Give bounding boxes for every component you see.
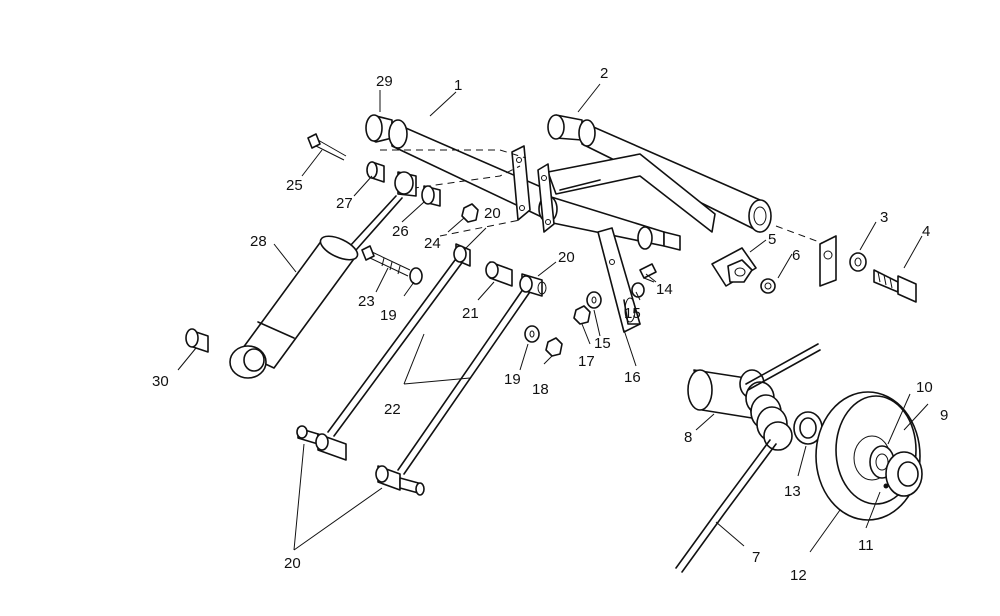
callout-17: 17 xyxy=(578,353,595,370)
callout-21: 21 xyxy=(462,305,479,322)
washer-6 xyxy=(760,278,776,294)
bolt-23 xyxy=(361,245,411,277)
assembly-line-bottom xyxy=(439,219,521,237)
callout-4: 4 xyxy=(922,223,930,240)
callout-15-left: 15 xyxy=(594,335,611,352)
bolt-14 xyxy=(639,263,657,283)
callout-20-lower: 20 xyxy=(284,555,301,572)
callout-27: 27 xyxy=(336,195,353,212)
nut-plate-5 xyxy=(711,247,757,287)
callout-19-lower: 19 xyxy=(504,371,521,388)
nut-17 xyxy=(573,305,591,325)
nut-24 xyxy=(461,203,479,223)
assembly-line-upper xyxy=(380,149,527,159)
callout-5: 5 xyxy=(768,231,776,248)
bracket-plate-16 xyxy=(597,227,641,333)
callout-2: 2 xyxy=(600,65,608,82)
callout-19-upper: 19 xyxy=(380,307,397,324)
callout-30: 30 xyxy=(152,373,169,390)
callout-24: 24 xyxy=(424,235,441,252)
callout-25: 25 xyxy=(286,177,303,194)
bolt-4 xyxy=(873,269,917,303)
u-clip-plate xyxy=(819,235,837,287)
bushing-20-lower-left xyxy=(296,425,347,461)
shock-eye-bottom xyxy=(229,345,267,379)
bushing-20-upper-left xyxy=(453,243,471,267)
nut-18 xyxy=(545,337,563,357)
bushing-30 xyxy=(185,328,209,353)
shock-eye-top xyxy=(394,171,417,197)
shock-rod xyxy=(349,195,403,251)
bushing-20-upper-right xyxy=(519,273,547,297)
bushing-26 xyxy=(421,185,441,207)
callout-16: 16 xyxy=(624,369,641,386)
washer-19a xyxy=(409,267,423,285)
shock-body-28 xyxy=(239,235,359,369)
swing-arm-tube-1 xyxy=(365,114,549,221)
callout-7: 7 xyxy=(752,549,760,566)
bushing-21 xyxy=(485,261,513,287)
callout-15-right: 15 xyxy=(624,305,641,322)
callout-14: 14 xyxy=(656,281,673,298)
callout-6: 6 xyxy=(792,247,800,264)
spring-8 xyxy=(687,369,793,451)
callout-12: 12 xyxy=(790,567,807,584)
washer-15b xyxy=(586,291,602,309)
callout-20-upper-right: 20 xyxy=(558,249,575,266)
bushing-27 xyxy=(366,161,385,183)
callout-29: 29 xyxy=(376,73,393,90)
circlip-11 xyxy=(883,483,889,489)
assembly-line-lower xyxy=(399,165,521,191)
callout-9: 9 xyxy=(940,407,948,424)
callout-1: 1 xyxy=(454,77,462,94)
link-rod-right xyxy=(397,281,535,475)
callout-8: 8 xyxy=(684,429,692,446)
link-rod-left xyxy=(327,255,465,437)
bushing-20-lower-right xyxy=(375,465,425,496)
callout-20-upper-left: 20 xyxy=(484,205,501,222)
callout-18: 18 xyxy=(532,381,549,398)
mounting-plates xyxy=(511,145,555,233)
assembly-line-right xyxy=(775,225,831,247)
leader-lines xyxy=(177,83,929,553)
callout-labels: 29 1 2 3 4 5 6 7 8 9 10 11 12 13 14 15 1… xyxy=(152,65,948,584)
callout-13: 13 xyxy=(784,483,801,500)
callout-3: 3 xyxy=(880,209,888,226)
washer-19b xyxy=(524,325,540,343)
callout-28: 28 xyxy=(250,233,267,250)
callout-22: 22 xyxy=(384,401,401,418)
spacer-9 xyxy=(885,451,923,497)
callout-10: 10 xyxy=(916,379,933,396)
callout-23: 23 xyxy=(358,293,375,310)
washer-3 xyxy=(849,252,867,272)
spring-arm-7 xyxy=(675,343,821,573)
swing-arm-tube-2 xyxy=(547,114,772,233)
callout-11: 11 xyxy=(858,537,874,554)
callout-26: 26 xyxy=(392,223,409,240)
bolt-25 xyxy=(307,133,347,161)
